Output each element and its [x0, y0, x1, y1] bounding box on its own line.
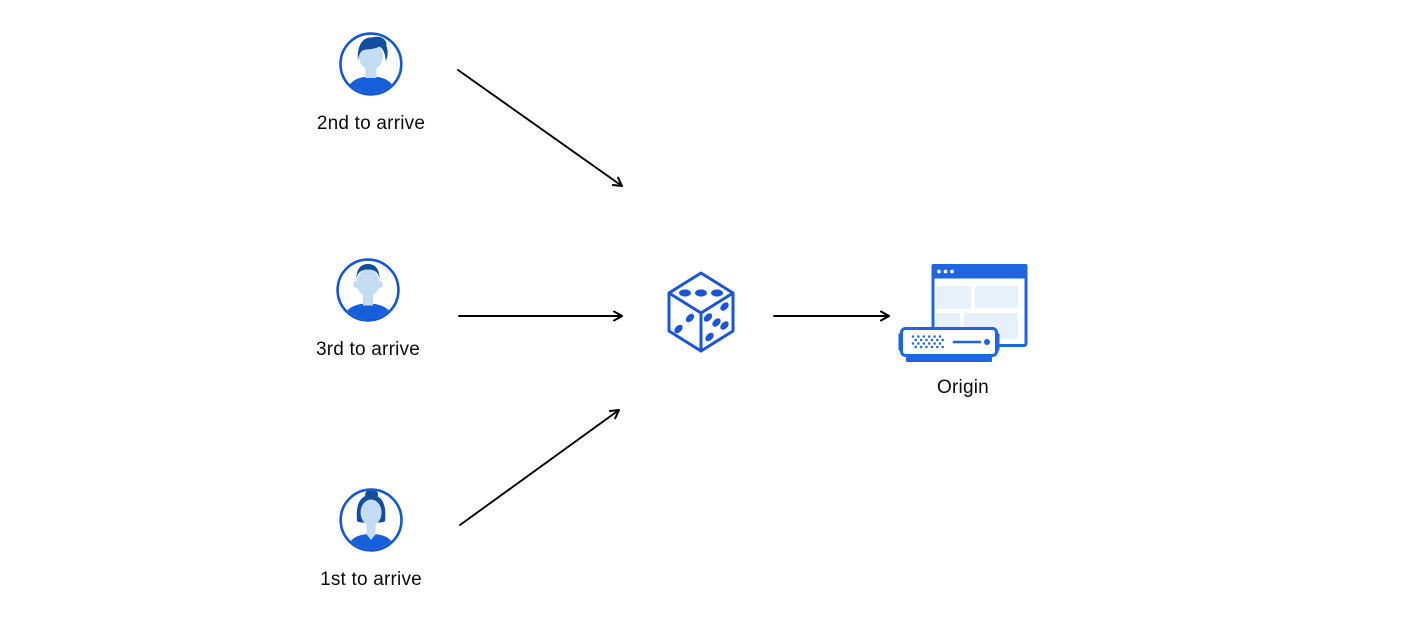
client-label-1st: 1st to arrive — [320, 569, 422, 590]
dice-icon — [665, 270, 737, 354]
client-node-2nd: 2nd to arrive — [317, 31, 425, 134]
randomizer-node — [665, 270, 737, 354]
arrow-client-2nd-to-dice — [457, 69, 623, 187]
arrow-client-1st-to-dice — [459, 409, 620, 526]
origin-label: Origin — [937, 377, 989, 398]
woman-bun-avatar-icon — [338, 487, 404, 553]
origin-server-browser-icon — [897, 264, 1029, 364]
client-node-3rd: 3rd to arrive — [316, 257, 420, 360]
client-label-2nd: 2nd to arrive — [316, 113, 426, 134]
client-label-3rd: 3rd to arrive — [316, 339, 420, 360]
man-short-hair-avatar-icon — [335, 257, 401, 323]
origin-node: Origin — [897, 264, 1029, 398]
client-node-1st: 1st to arrive — [320, 487, 422, 590]
man-quiff-avatar-icon — [338, 31, 404, 97]
